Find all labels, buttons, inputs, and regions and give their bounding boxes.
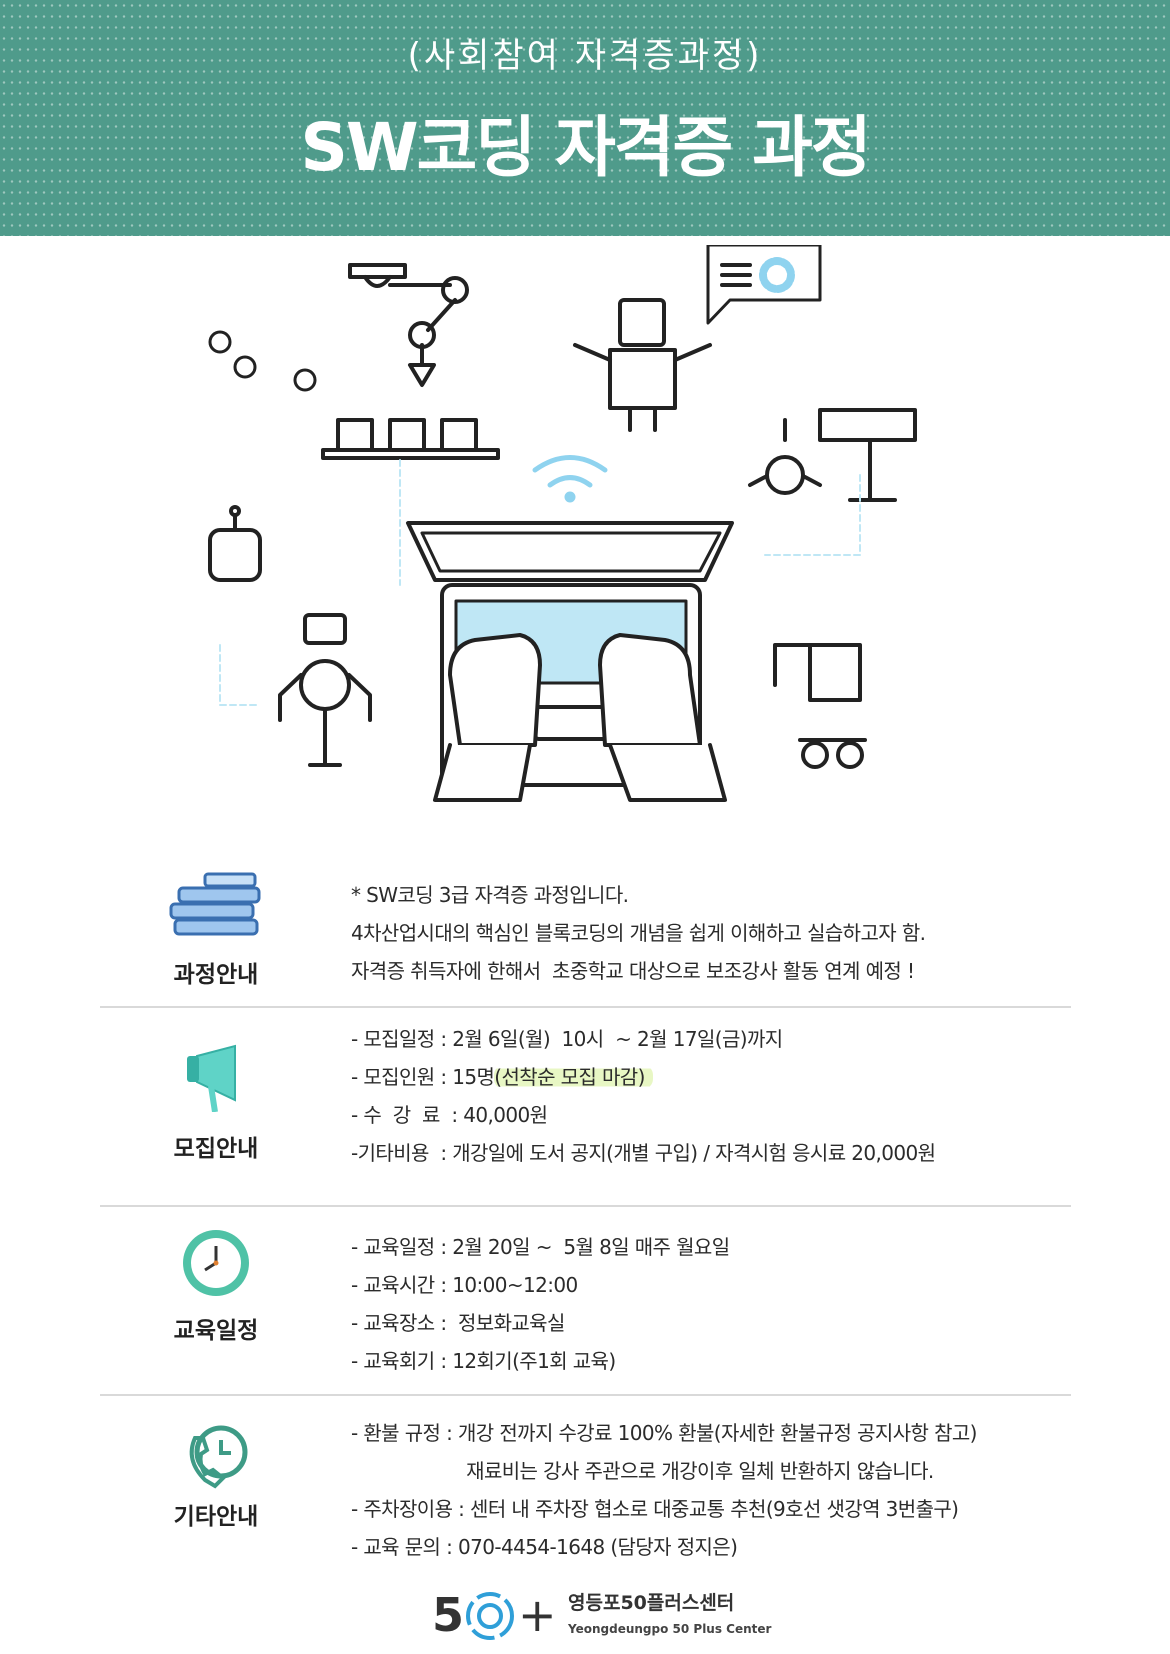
text-segment: - 모집인원 : 15명 [351, 1065, 495, 1089]
text-line: - 모집인원 : 15명(선착순 모집 마감) [351, 1058, 935, 1096]
header-title: SW코딩 자격증 과정 [300, 109, 871, 186]
text-line: - 교육회기 : 12회기(주1회 교육) [351, 1349, 616, 1373]
section-text: - 교육일정 : 2월 20일 ~ 5월 8일 매주 월요일 - 교육시간 : … [351, 1228, 730, 1380]
divider [100, 1205, 1071, 1207]
logo-ring-icon [466, 1592, 514, 1640]
org-name-kr: 영등포50플러스센터 [568, 1592, 735, 1614]
robot-arm-icon [321, 263, 500, 460]
section-label: 교육일정 [173, 1318, 259, 1344]
highlight-text: (선착순 모집 마감) [494, 1065, 653, 1089]
header-banner: (사회참여 자격증과정) SW코딩 자격증 과정 [0, 0, 1170, 236]
text-line: * SW코딩 3급 자격증 과정입니다. [351, 883, 629, 907]
logo-plus: + [518, 1588, 557, 1642]
header-subtitle: (사회참여 자격증과정) [407, 36, 763, 76]
section-text: - 모집일정 : 2월 6일(월) 10시 ~ 2월 17일(금)까지 - 모집… [351, 1020, 936, 1172]
books-icon [169, 872, 261, 936]
logo-mark-5: 5 [432, 1588, 465, 1642]
center-logo: 5 + 영등포50플러스센터 Yeongdeungpo 50 Plus Cent… [432, 1588, 771, 1644]
hands-icon [433, 633, 727, 802]
text-line: - 환불 규정 : 개강 전까지 수강료 100% 환불(자세한 환불규정 공지… [351, 1421, 977, 1445]
divider [100, 1394, 1071, 1396]
divider [100, 1006, 1071, 1008]
wifi-icon [532, 455, 608, 503]
gear-icon [706, 245, 822, 325]
text-line: - 교육장소 : 정보화교육실 [351, 1311, 565, 1335]
text-line: - 교육일정 : 2월 20일 ~ 5월 8일 매주 월요일 [351, 1235, 730, 1259]
clock-icon [183, 1230, 249, 1296]
text-line: - 수 강 료 : 40,000원 [351, 1103, 548, 1127]
phone-clock-icon [189, 1425, 248, 1489]
coding-illustration [208, 245, 917, 802]
text-line: 재료비는 강사 주관으로 개강이후 일체 반환하지 않습니다. [351, 1459, 934, 1483]
claw-icon [748, 408, 917, 502]
text-line: - 모집일정 : 2월 6일(월) 10시 ~ 2월 17일(금)까지 [351, 1027, 783, 1051]
text-line: - 주차장이용 : 센터 내 주차장 협소로 대중교통 추천(9호선 샛강역 3… [351, 1497, 959, 1521]
section-text: - 환불 규정 : 개강 전까지 수강료 100% 환불(자세한 환불규정 공지… [351, 1414, 977, 1566]
section-label: 과정안내 [173, 962, 259, 988]
org-name-en: Yeongdeungpo 50 Plus Center [568, 1622, 772, 1636]
megaphone-icon [187, 1044, 236, 1112]
text-line: - 교육시간 : 10:00~12:00 [351, 1273, 578, 1297]
section-text: * SW코딩 3급 자격증 과정입니다. 4차산업시대의 핵심인 블록코딩의 개… [351, 876, 926, 990]
section-label: 모집안내 [173, 1136, 259, 1162]
text-line: 자격증 취득자에 한해서 초중학교 대상으로 보조강사 활동 연계 예정 ! [351, 959, 915, 983]
robot-icon [208, 298, 867, 769]
section-label: 기타안내 [173, 1504, 259, 1530]
text-line: 4차산업시대의 핵심인 블록코딩의 개념을 쉽게 이해하고 실습하고자 함. [351, 921, 926, 945]
text-line: - 교육 문의 : 070-4454-1648 (담당자 정지은) [351, 1535, 738, 1559]
text-line: -기타비용 : 개강일에 도서 공지(개별 구입) / 자격시험 응시료 20,… [351, 1141, 936, 1165]
